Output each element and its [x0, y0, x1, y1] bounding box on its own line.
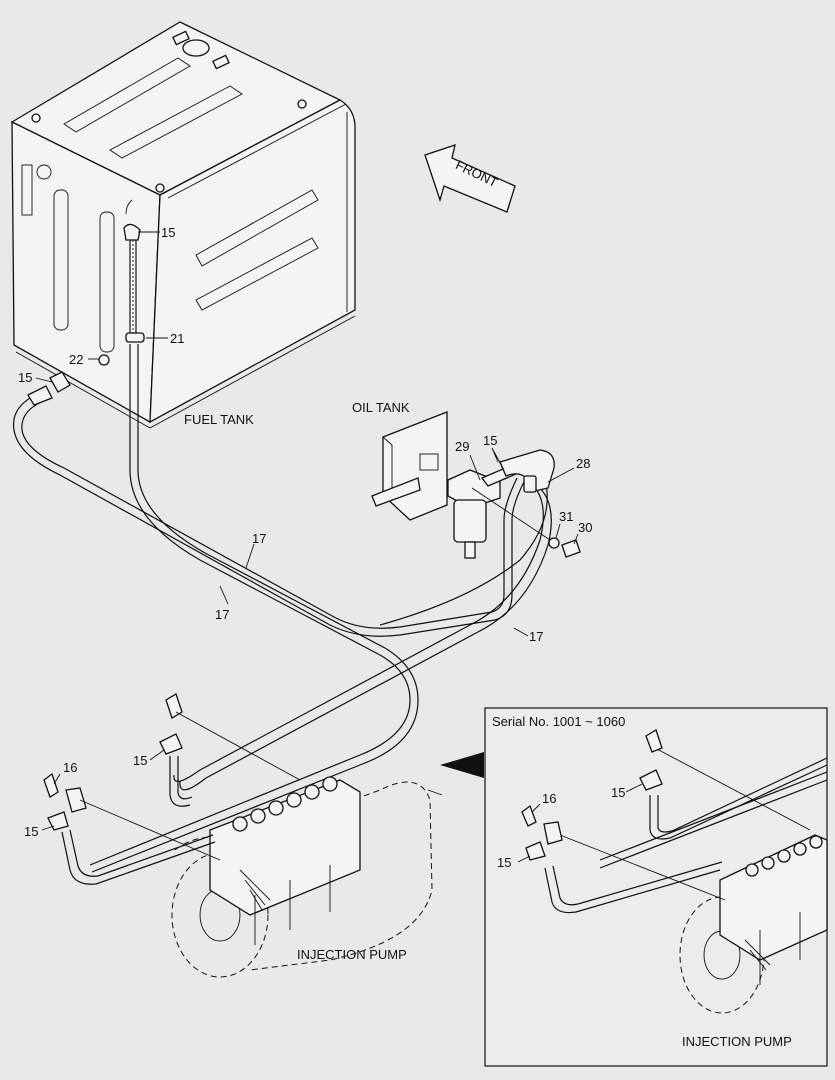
front-arrow: FRONT [424, 144, 516, 213]
callout-31: 31 [559, 509, 573, 524]
inset-pointer-icon [440, 752, 484, 778]
callout-28: 28 [576, 456, 590, 471]
fuel-tank [10, 21, 356, 429]
inset-box: Serial No. 1001 ~ 1060 [484, 707, 828, 1067]
callout-17-c: 17 [529, 629, 543, 644]
tank-fittings [27, 199, 145, 406]
leader-lines [35, 231, 643, 863]
pump-plungers [232, 776, 338, 832]
fuel-filter [447, 449, 581, 559]
callout-15-tank: 15 [161, 225, 175, 240]
fuel-lines [12, 236, 552, 873]
callout-17-a: 17 [252, 531, 266, 546]
callout-15-filter: 15 [483, 433, 497, 448]
callout-17-b: 17 [215, 607, 229, 622]
injection-pump-label: INJECTION PUMP [297, 947, 407, 962]
callout-30: 30 [578, 520, 592, 535]
inset-lines [521, 729, 828, 914]
fuel-tank-label: FUEL TANK [184, 412, 254, 427]
callout-16-inset: 16 [542, 791, 556, 806]
callout-numbers: 15 21 22 15 29 15 28 31 30 17 17 17 15 1… [18, 225, 625, 870]
oil-tank-label: OIL TANK [352, 400, 410, 415]
callout-15-inset-right: 15 [611, 785, 625, 800]
inset-serial-label: Serial No. 1001 ~ 1060 [492, 714, 625, 729]
callout-15-pump-left: 15 [24, 824, 38, 839]
callout-15-left: 15 [18, 370, 32, 385]
callout-16: 16 [63, 760, 77, 775]
inset-injection-pump-label: INJECTION PUMP [682, 1034, 792, 1049]
injection-pump [171, 776, 443, 978]
callout-15-inset-left: 15 [497, 855, 511, 870]
inset-pump [679, 834, 828, 1014]
oil-tank-bracket [371, 411, 448, 521]
callout-22: 22 [69, 352, 83, 367]
callout-15-pump-top: 15 [133, 753, 147, 768]
callout-21: 21 [170, 331, 184, 346]
callout-29: 29 [455, 439, 469, 454]
